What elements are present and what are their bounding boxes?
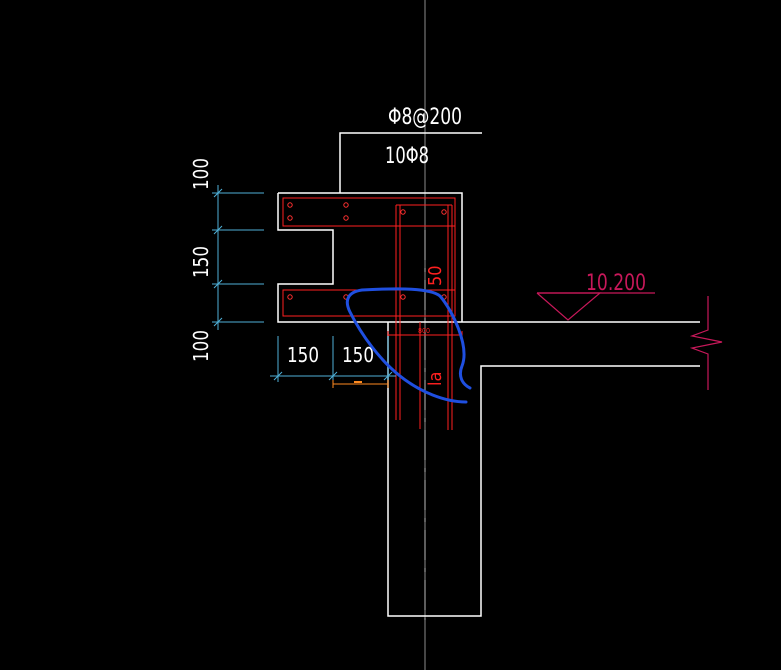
orange-dimension <box>332 380 389 388</box>
rebar-spec-top: Φ8@200 <box>388 105 462 130</box>
dim-vertical-100-bottom: 100 <box>189 330 213 362</box>
rebar-lines <box>282 197 463 430</box>
dim-vertical-100-top: 100 <box>189 158 213 190</box>
dim-horizontal-150-left: 150 <box>287 343 319 367</box>
elevation-label: 10.200 <box>586 271 646 296</box>
vertical-dimensions <box>212 185 264 330</box>
dim-horizontal-150-right: 150 <box>342 343 374 367</box>
anchor-label-la: la <box>425 372 446 386</box>
dim-vertical-150: 150 <box>189 246 213 278</box>
horizontal-dimensions <box>270 336 396 382</box>
elevation-marker <box>536 292 655 321</box>
break-line <box>689 296 723 390</box>
small-dim-label: 800 <box>418 327 430 335</box>
rebar-spec-bottom: 10Φ8 <box>385 144 429 169</box>
concrete-outline <box>277 132 700 617</box>
anchor-label-50: 50 <box>425 265 446 286</box>
markup-annotation <box>345 287 472 404</box>
